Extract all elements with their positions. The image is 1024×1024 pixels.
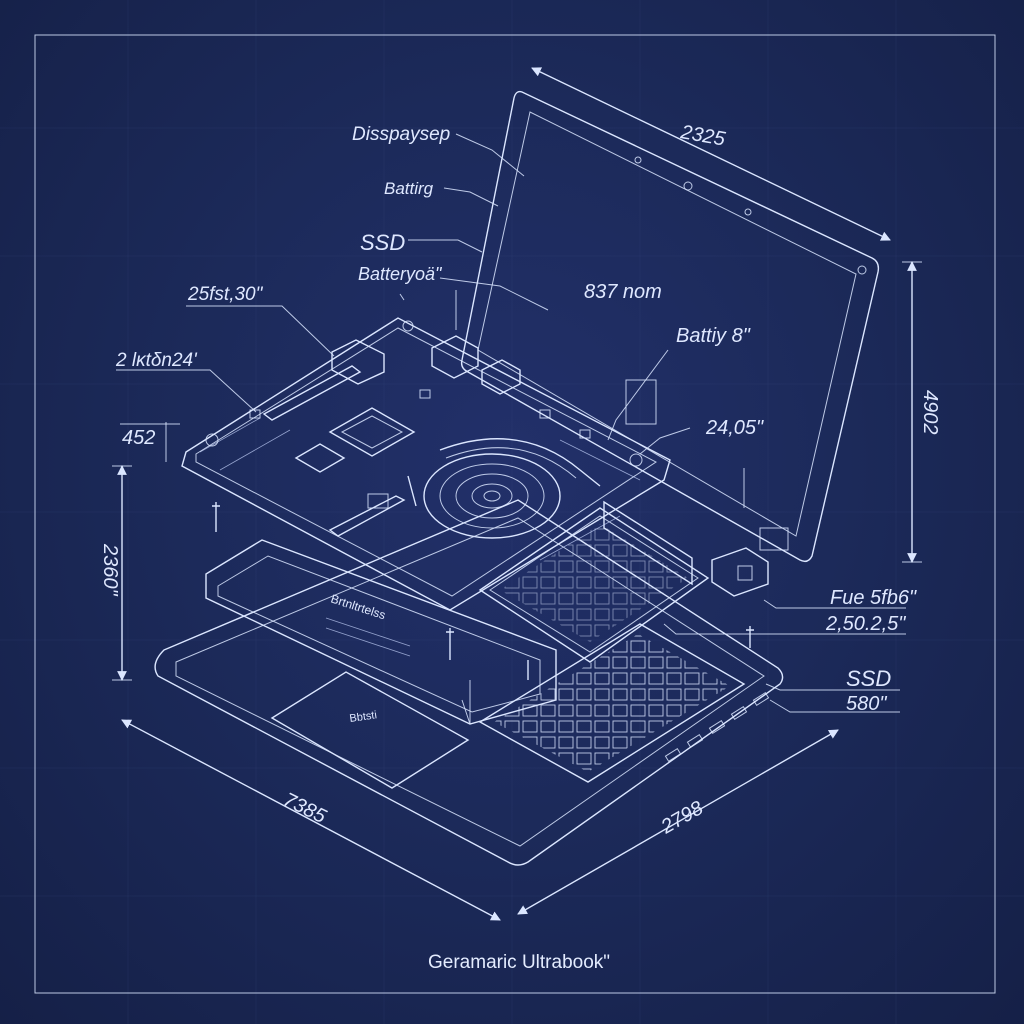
motherboard — [181, 317, 671, 611]
label-dim-7385: 7385 — [280, 789, 330, 829]
leader-lines — [116, 133, 906, 713]
label-dim-214: 2 lκtδn24' — [115, 350, 198, 371]
label-dim-452: 452 — [122, 427, 155, 449]
diagram-title: Geramaric Ultrabook" — [428, 952, 610, 973]
label-display: Disspaysep — [352, 124, 450, 145]
label-battery-right: Battiy 8" — [676, 325, 751, 347]
label-dim-4902: 4902 — [919, 390, 941, 435]
battery-print: Brtnltrtelss — [329, 592, 387, 623]
label-fue: Fue 5fb6" — [830, 587, 917, 609]
label-dim-251: 25fst,30" — [187, 284, 264, 305]
touchpad-text: Bbtsti — [349, 709, 378, 725]
screws — [212, 502, 754, 680]
middle-frame — [478, 379, 710, 663]
cpu-chip — [328, 407, 416, 457]
battery-tray: Brtnltrtelss — [205, 539, 557, 725]
labels: Disspaysep Battirg SSD Batteryoä" 25fst,… — [99, 121, 941, 973]
label-dim-837: 837 nom — [584, 281, 662, 303]
label-dim-2798: 2798 — [657, 797, 707, 839]
outer-frame — [34, 34, 996, 994]
label-dim-2360: 2360" — [99, 543, 121, 596]
label-dim-2325: 2325 — [678, 121, 727, 151]
laptop-screen — [460, 90, 880, 597]
cooling-fan — [423, 453, 561, 539]
label-ssd-top: SSD — [360, 230, 405, 255]
label-dim-2405: 24,05" — [705, 417, 764, 439]
label-battery-note: Batteryoä" — [358, 264, 443, 284]
label-battery-top: Battirg — [384, 179, 434, 198]
label-dim-580: 580" — [846, 693, 887, 715]
label-ssd-bottom: SSD — [846, 666, 891, 691]
dimension-lines — [112, 67, 922, 921]
label-dim-2502: 2,50.2,5" — [825, 613, 906, 635]
touchpad — [270, 671, 470, 789]
